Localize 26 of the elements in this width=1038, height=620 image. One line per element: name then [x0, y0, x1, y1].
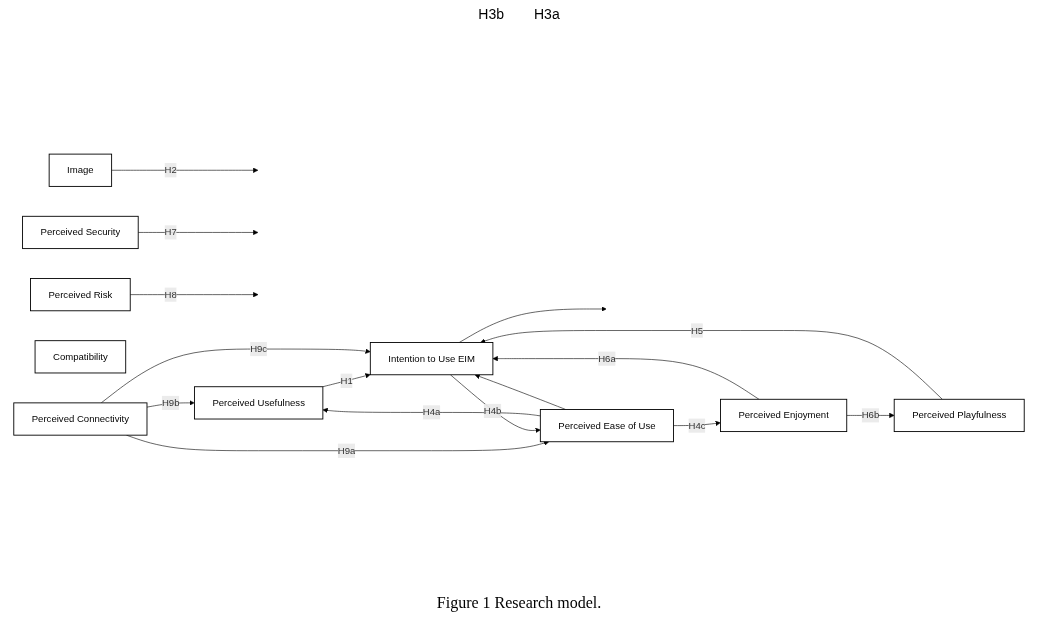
edge-label: H5: [690, 325, 704, 336]
node-box: Perceived Playfulness: [893, 398, 1025, 433]
edge-label: H6b: [861, 410, 880, 421]
node-box: Perceived Usefulness: [194, 386, 324, 420]
edge-label: H9b: [161, 397, 180, 408]
edge-label: H8: [164, 289, 177, 300]
hypothesis-label: H3b: [478, 6, 504, 22]
node-box: Perceived Risk: [30, 278, 131, 312]
hypothesis-label: H3a: [534, 6, 560, 22]
edge-label: H9a: [337, 445, 356, 456]
node-box: Intention to Use EIM: [369, 342, 494, 376]
node-box: Compatibility: [34, 340, 127, 374]
edge-label: H1: [340, 375, 353, 386]
figure-caption: Figure 1 Research model.: [436, 594, 602, 612]
edge-label: H6a: [598, 353, 616, 364]
node-box: Image: [48, 153, 113, 187]
node-box: Perceived Security: [22, 215, 139, 250]
edge-label: H4c: [688, 420, 706, 431]
node-box: Perceived Connectivity: [13, 402, 148, 436]
edge-label: H4b: [483, 405, 502, 416]
edge-label: H4a: [422, 407, 441, 418]
node-box: Perceived Ease of Use: [539, 409, 674, 443]
edge-label: H9c: [250, 343, 268, 354]
node-box: Perceived Enjoyment: [720, 398, 848, 433]
edge-label: H7: [164, 227, 177, 238]
edge-label: H2: [164, 164, 177, 176]
